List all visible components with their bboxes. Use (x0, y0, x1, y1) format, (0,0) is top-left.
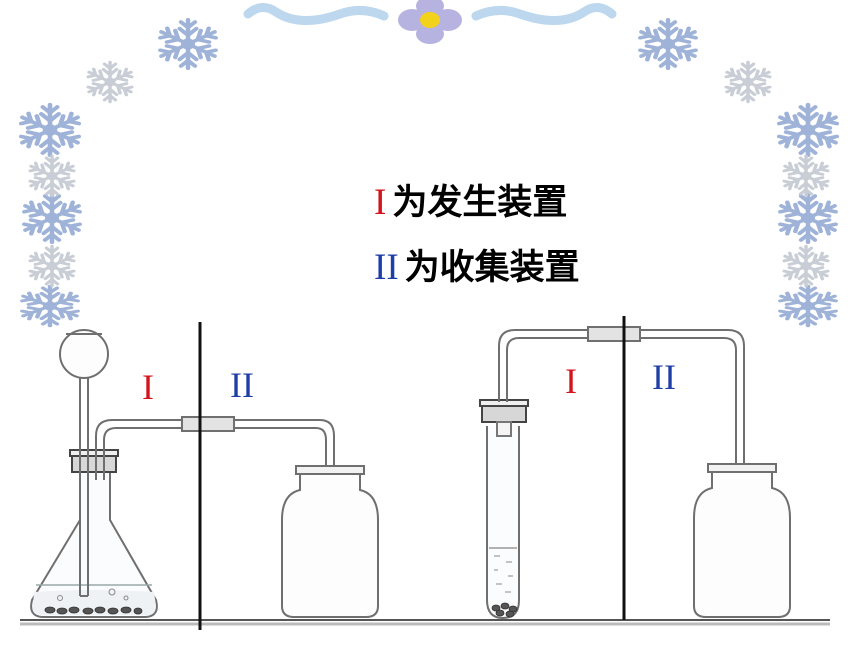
label-right-collection: II (652, 357, 676, 397)
flask-bubbles (57, 588, 129, 601)
delivery-tube (498, 326, 745, 612)
tube-solid-particles (491, 602, 518, 618)
conical-flask (30, 470, 158, 618)
label-left-generation: I (142, 367, 154, 407)
rubber-stopper (69, 449, 119, 473)
rubber-stopper (479, 399, 529, 437)
label-left-collection: II (230, 365, 254, 405)
flower-icon (398, 0, 462, 44)
tube-liquid-marks (494, 555, 513, 593)
delivery-tube (95, 416, 335, 612)
ribbon-ornament-icon (243, 3, 617, 26)
test-tube (486, 426, 520, 620)
flask-solid-particles (44, 606, 143, 615)
legend-collection-text: 为收集装置 (404, 248, 580, 288)
gas-collection-jar (693, 463, 791, 618)
gas-collection-jar (281, 465, 379, 618)
label-right-generation: I (565, 361, 577, 401)
thistle-funnel (59, 329, 109, 597)
legend-collection-numeral: II (374, 247, 399, 288)
legend-generation-text: 为发生装置 (392, 183, 568, 223)
legend-generation-numeral: I (374, 182, 387, 223)
